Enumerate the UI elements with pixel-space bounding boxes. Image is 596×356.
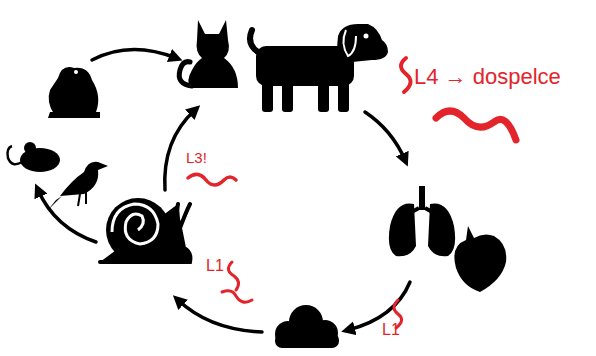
adult-worm (436, 111, 516, 140)
dog-tail (250, 30, 258, 52)
cat-body (188, 20, 238, 88)
mouse-icon (8, 142, 61, 172)
cycle-arrow (365, 112, 405, 160)
bird-legs (78, 192, 86, 206)
cat-icon (179, 20, 238, 88)
cycle-arrow (348, 282, 410, 330)
mouse-ear (24, 142, 36, 154)
snail-icon (100, 198, 190, 262)
stage-label: L4 → dospelce (414, 66, 561, 88)
cloud-part (275, 333, 339, 348)
snail-shell (106, 198, 170, 262)
cat-tail (179, 62, 192, 86)
lung-left (389, 203, 416, 256)
bird-icon (48, 162, 108, 210)
larva-label: L1 (382, 322, 400, 338)
larva-worm (228, 262, 238, 290)
larva-group (188, 58, 516, 328)
cycle-arrow (38, 190, 96, 242)
larva-label: L1 (206, 258, 224, 274)
bird-body (60, 162, 108, 196)
larva-worm (222, 291, 252, 303)
cycle-arrow (178, 300, 262, 332)
dog-icon (250, 24, 388, 112)
lungs-icon (389, 186, 455, 256)
dog-leg (318, 78, 329, 112)
heart-icon (454, 226, 506, 292)
larva-worm (401, 58, 411, 92)
bird-tail (48, 196, 62, 210)
larva-label: L3! (186, 150, 207, 165)
frog-eye (74, 70, 78, 74)
frog-body (49, 67, 99, 114)
dog-leg (282, 78, 293, 112)
shell-spiral (112, 204, 158, 244)
trachea (419, 186, 425, 210)
dog-leg (262, 78, 273, 112)
cloud-icon (275, 305, 339, 348)
lung-right (428, 203, 455, 256)
dog-head (336, 24, 388, 62)
dog-leg (338, 78, 349, 112)
frog-icon (48, 67, 100, 118)
mouse-tail (8, 146, 23, 164)
dog-ear (343, 30, 356, 56)
cycle-arrow (92, 49, 176, 60)
dog-eye (364, 34, 369, 39)
frog-legs (48, 112, 100, 118)
larva-worm (188, 174, 236, 185)
